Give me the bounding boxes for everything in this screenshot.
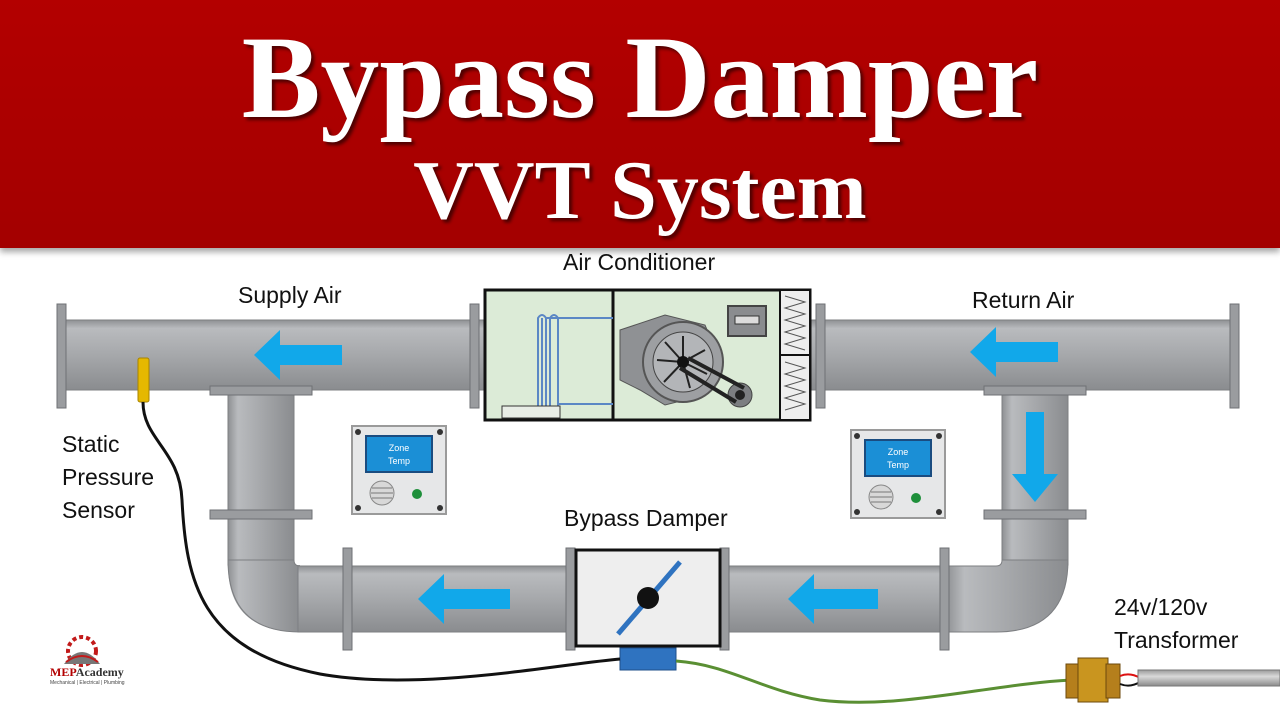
transformer-label-line2: Transformer xyxy=(1114,627,1239,653)
return-air-arrow xyxy=(970,327,1058,377)
filter xyxy=(779,289,811,421)
supply-air-arrow xyxy=(254,330,342,380)
duct-flanges xyxy=(56,303,1240,651)
bypass-flow-arrow-left xyxy=(418,574,510,624)
mep-academy-logo-icon xyxy=(64,635,100,667)
transformer-label: 24v/120v Transformer xyxy=(1114,591,1238,657)
logo-brand-b: Academy xyxy=(75,665,124,679)
return-air-label: Return Air xyxy=(972,287,1075,313)
zone-thermostat-left: Zone Temp xyxy=(351,425,447,515)
transformer xyxy=(1065,657,1280,703)
logo-tagline: Mechanical | Electrical | Plumbing xyxy=(50,680,125,686)
static-pressure-sensor xyxy=(137,357,150,403)
bypass-damper xyxy=(574,548,722,671)
thermostat-right-line1: Zone xyxy=(888,447,909,457)
thermostat-right-line2: Temp xyxy=(887,460,909,470)
down-flow-arrow xyxy=(1012,412,1058,502)
zone-thermostat-right: Zone Temp xyxy=(850,429,946,519)
airflow-arrows xyxy=(254,327,1058,624)
transformer-label-line1: 24v/120v xyxy=(1114,594,1208,620)
cooling-coil xyxy=(537,314,613,410)
title-line-2: VVT System xyxy=(413,144,867,237)
static-pressure-sensor-label-line3: Sensor xyxy=(62,497,135,523)
logo-brand-a: MEP xyxy=(50,665,76,679)
air-conditioner-unit xyxy=(483,288,812,422)
bypass-damper-label: Bypass Damper xyxy=(564,505,728,531)
damper-actuator xyxy=(619,647,677,671)
air-conditioner-label: Air Conditioner xyxy=(563,249,716,275)
sensor-wire xyxy=(141,401,621,682)
blower-fan xyxy=(619,305,767,408)
thermostat-left-line2: Temp xyxy=(388,456,410,466)
bypass-duct-left-leg xyxy=(227,389,301,633)
title-banner: Bypass Damper VVT System xyxy=(0,0,1280,248)
bypass-flow-arrow-right xyxy=(788,574,878,624)
thermostat-left-line1: Zone xyxy=(389,443,410,453)
title-line-1: Bypass Damper xyxy=(241,12,1039,143)
logo-wordmark: MEPAcademy xyxy=(50,665,124,680)
transformer-wire xyxy=(675,659,1073,704)
supply-air-label: Supply Air xyxy=(238,282,342,308)
static-pressure-sensor-label-line2: Pressure xyxy=(62,464,155,490)
static-pressure-sensor-label: Static Pressure Sensor xyxy=(62,428,154,527)
static-pressure-sensor-label-line1: Static xyxy=(62,431,120,457)
